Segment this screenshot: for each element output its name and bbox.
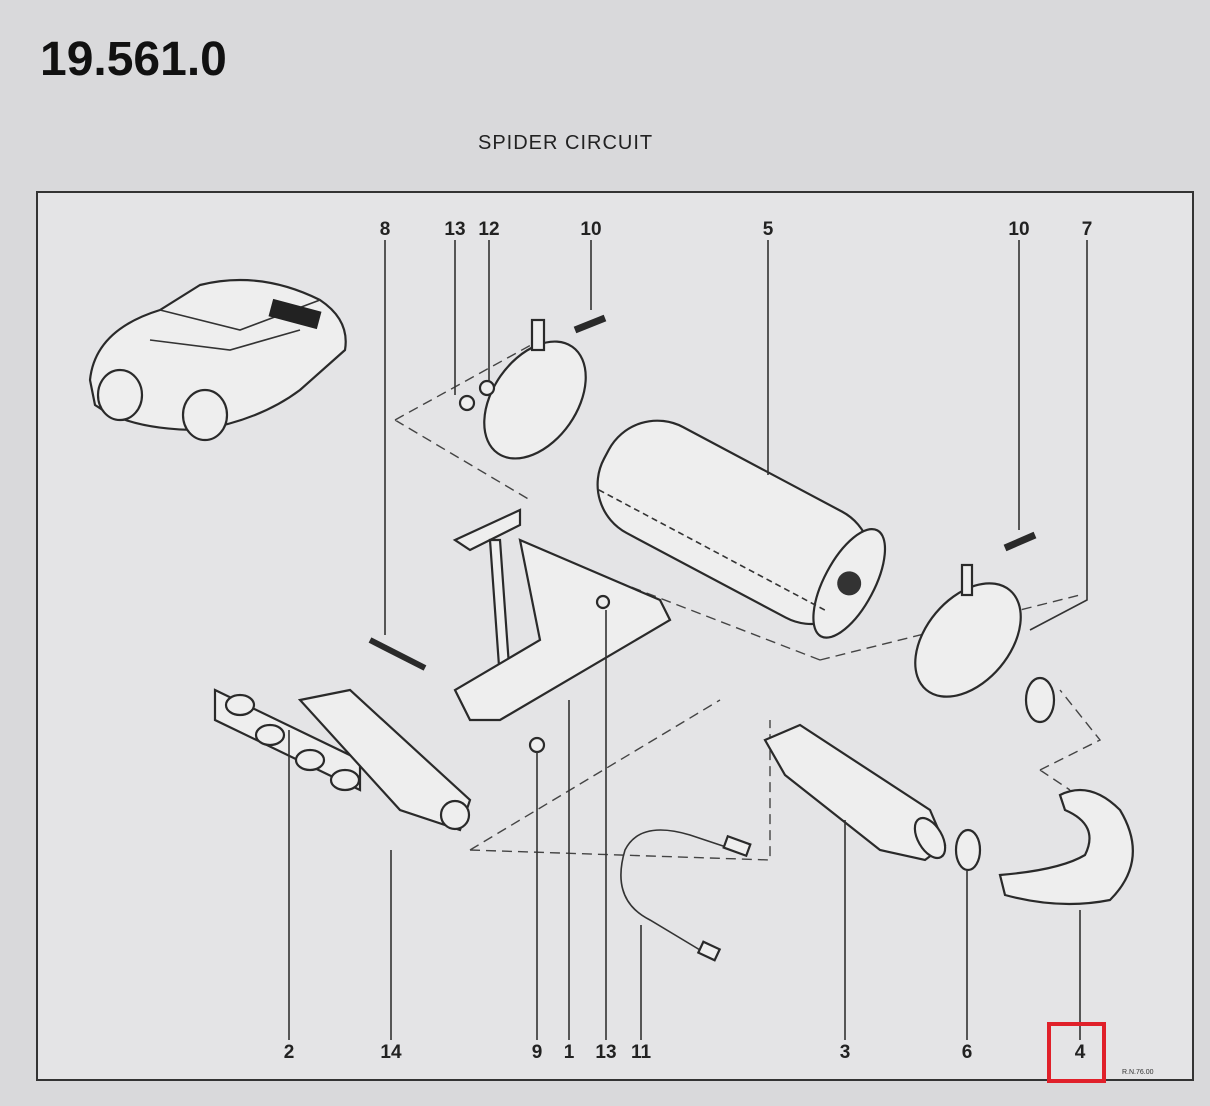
callout-14: 14 (380, 1042, 402, 1063)
callout-3: 3 (840, 1042, 851, 1063)
bolt-upper (573, 314, 607, 334)
highlight-box (1047, 1022, 1106, 1083)
callout-2: 2 (284, 1042, 295, 1063)
diagram-title: SPIDER CIRCUIT (478, 132, 654, 154)
callout-10: 10 (580, 219, 601, 240)
top-callouts: 8 13 12 10 5 10 7 (380, 219, 1093, 240)
muffler (596, 419, 887, 639)
callout-13-bottom: 13 (595, 1042, 616, 1063)
muffler-clamp-lower (914, 531, 1037, 698)
catalytic-converter (763, 723, 947, 862)
callout-5: 5 (763, 219, 774, 240)
bent-pipe (998, 788, 1134, 906)
callout-11: 11 (631, 1042, 652, 1063)
callout-8: 8 (380, 219, 391, 240)
leader-lines (288, 240, 1088, 1040)
callout-13: 13 (444, 219, 465, 240)
callout-7: 7 (1082, 219, 1093, 240)
small-clamp-right (1024, 676, 1056, 724)
exhaust-manifold (213, 688, 472, 832)
callout-4: 4 (1075, 1042, 1086, 1063)
document-number: 19.561.0 (40, 33, 227, 86)
long-bolt (368, 637, 427, 671)
callout-1: 1 (564, 1042, 575, 1063)
support-bracket (452, 508, 672, 722)
muffler-clamp-upper (483, 318, 587, 460)
small-clamp-lower (954, 828, 982, 872)
nut-washer-upper (458, 379, 496, 412)
oxygen-sensor (620, 829, 752, 962)
bottom-callouts: 2 14 9 1 13 11 3 6 4 (284, 1042, 1086, 1063)
callout-6: 6 (962, 1042, 973, 1063)
reference-code: R.N.76.00 (1122, 1069, 1154, 1076)
callout-10-right: 10 (1008, 219, 1029, 240)
car-illustration (88, 278, 347, 442)
callout-9: 9 (532, 1042, 543, 1063)
callout-12: 12 (478, 219, 499, 240)
nut-lower (528, 736, 546, 754)
